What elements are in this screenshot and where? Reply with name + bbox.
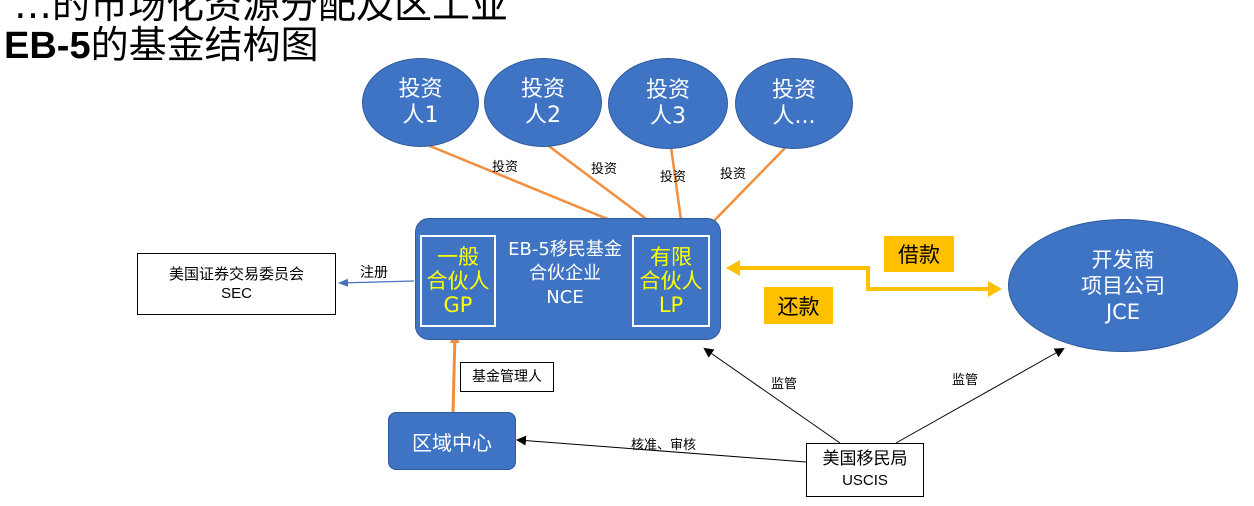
invest-label-4: 投资 bbox=[720, 167, 747, 182]
invest-label-2: 投资 bbox=[591, 162, 618, 177]
investor-2: 投资 人2 bbox=[484, 58, 602, 147]
page-title: EB-5的基金结构图 bbox=[4, 14, 319, 69]
invest-arrow-2 bbox=[545, 142, 659, 229]
register-arrow bbox=[338, 278, 415, 287]
uscis-line2: USCIS bbox=[842, 472, 888, 489]
uscis-line1: 美国移民局 bbox=[822, 449, 908, 469]
title-bold: EB-5 bbox=[4, 25, 91, 67]
title-partial: …的市场化资源分配及区工业 bbox=[14, 0, 509, 27]
lp-line3: LP bbox=[658, 293, 684, 317]
investor-4-line1: 投资 bbox=[771, 77, 816, 103]
investor-2-line2: 人2 bbox=[525, 102, 561, 128]
loan-repay-arrow bbox=[740, 266, 988, 291]
title-rest: 的基金结构图 bbox=[90, 23, 319, 67]
lp-line2: 合伙人 bbox=[639, 269, 703, 293]
investor-4-line2: 人... bbox=[772, 103, 816, 129]
register-label: 注册 bbox=[360, 265, 388, 281]
uscis-box: 美国移民局 USCIS bbox=[806, 443, 924, 497]
lp-line1: 有限 bbox=[650, 245, 692, 269]
sec-line1: 美国证券交易委员会 bbox=[168, 265, 304, 283]
invest-arrow-1 bbox=[424, 142, 629, 229]
investor-1-line1: 投资 bbox=[398, 76, 443, 102]
supervise-jce-arrow bbox=[895, 348, 1065, 444]
sec-line2: SEC bbox=[221, 285, 252, 302]
gp-line3: GP bbox=[443, 293, 473, 317]
loan-arrowhead bbox=[988, 281, 1002, 297]
repay-label: 还款 bbox=[764, 287, 833, 324]
regional-center-box: 区域中心 bbox=[388, 412, 516, 470]
repay-arrowhead bbox=[726, 260, 740, 276]
investor-3-line2: 人3 bbox=[650, 103, 686, 129]
investor-1-line2: 人1 bbox=[402, 102, 439, 128]
nce-label: EB-5移民基金 合伙企业 NCE bbox=[498, 238, 632, 310]
supervise-nce-arrow bbox=[703, 347, 841, 444]
manager-arrow bbox=[449, 333, 460, 414]
gp-box: 一般 合伙人 GP bbox=[420, 235, 496, 327]
sec-box: 美国证券交易委员会 SEC bbox=[137, 253, 336, 315]
invest-arrow-4 bbox=[706, 146, 787, 229]
approve-label: 核准、审核 bbox=[631, 438, 697, 453]
supervise-label-2: 监管 bbox=[952, 373, 979, 388]
nce-line3: NCE bbox=[546, 287, 584, 308]
lp-box: 有限 合伙人 LP bbox=[632, 235, 710, 327]
jce-line1: 开发商 bbox=[1091, 247, 1155, 272]
invest-label-1: 投资 bbox=[492, 160, 519, 175]
supervise-label-1: 监管 bbox=[771, 377, 798, 392]
gp-line1: 一般 bbox=[437, 245, 479, 269]
jce-line2: 项目公司 bbox=[1081, 273, 1165, 298]
fund-manager-label: 基金管理人 bbox=[460, 362, 554, 392]
investor-3: 投资 人3 bbox=[608, 58, 728, 149]
investor-4: 投资 人... bbox=[735, 58, 853, 149]
jce-line3: JCE bbox=[1105, 299, 1141, 324]
investor-1: 投资 人1 bbox=[362, 58, 479, 147]
invest-label-3: 投资 bbox=[660, 170, 687, 185]
investor-2-line1: 投资 bbox=[520, 76, 565, 102]
investor-3-line1: 投资 bbox=[645, 77, 690, 103]
nce-box bbox=[415, 218, 721, 340]
approve-arrow bbox=[516, 435, 807, 463]
gp-line2: 合伙人 bbox=[426, 269, 490, 293]
jce-oval: 开发商 项目公司 JCE bbox=[1008, 219, 1238, 352]
invest-arrow-3 bbox=[669, 146, 686, 229]
loan-label: 借款 bbox=[884, 236, 954, 272]
nce-line2: 合伙企业 bbox=[529, 263, 601, 284]
nce-line1: EB-5移民基金 bbox=[508, 239, 622, 260]
